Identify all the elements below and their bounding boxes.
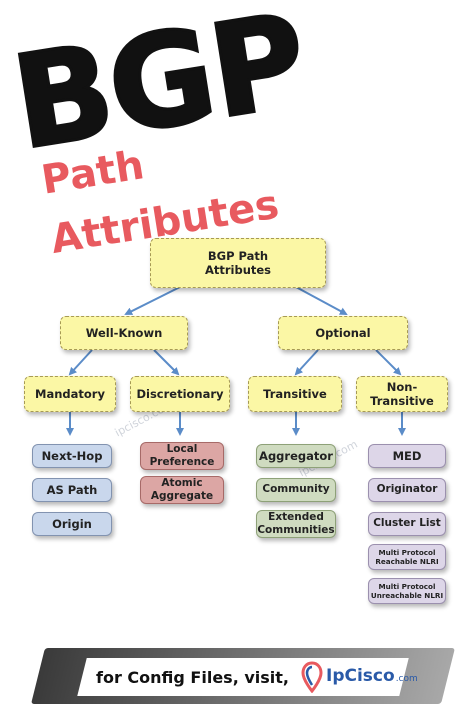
footer-text: for Config Files, visit, <box>96 667 289 687</box>
leaf-mp-unreachable-nlri: Multi Protocol Unreachable NLRI <box>368 578 446 604</box>
leaf-as-path: AS Path <box>32 478 112 502</box>
arrow-optional-transitive <box>294 349 319 376</box>
leaf-extended-communities: Extended Communities <box>256 510 336 538</box>
arrow-wellknown-mandatory <box>68 349 93 376</box>
leaf-origin: Origin <box>32 512 112 536</box>
leaf-mp-reachable-nlri: Multi Protocol Reachable NLRI <box>368 544 446 570</box>
node-non-transitive: Non-Transitive <box>356 376 448 412</box>
leaf-cluster-list: Cluster List <box>368 512 446 536</box>
node-bgp-path-attributes: BGP Path Attributes <box>150 238 326 288</box>
connector-arrows <box>66 286 406 436</box>
logo-domain-text: .com <box>395 674 418 684</box>
node-transitive: Transitive <box>248 376 342 412</box>
ipcisco-logo[interactable]: IpCisco .com <box>326 666 418 688</box>
leaf-aggregator: Aggregator <box>256 444 336 468</box>
leaf-next-hop: Next-Hop <box>32 444 112 468</box>
leaf-local-preference: Local Preference <box>140 442 224 470</box>
arrow-optional-nontransitive <box>375 349 402 376</box>
leaf-atomic-aggregate: Atomic Aggregate <box>140 476 224 504</box>
node-well-known: Well-Known <box>60 316 188 350</box>
node-discretionary: Discretionary <box>130 376 230 412</box>
leaf-community: Community <box>256 478 336 502</box>
leaf-med: MED <box>368 444 446 468</box>
logo-main-text: IpCisco <box>326 666 395 686</box>
leaf-originator: Originator <box>368 478 446 502</box>
ipcisco-logo-icon <box>301 661 323 693</box>
arrow-root-optional <box>295 286 348 315</box>
arrow-root-wellknown <box>124 286 181 315</box>
arrow-wellknown-discretionary <box>153 349 180 376</box>
node-optional: Optional <box>278 316 408 350</box>
node-mandatory: Mandatory <box>24 376 116 412</box>
